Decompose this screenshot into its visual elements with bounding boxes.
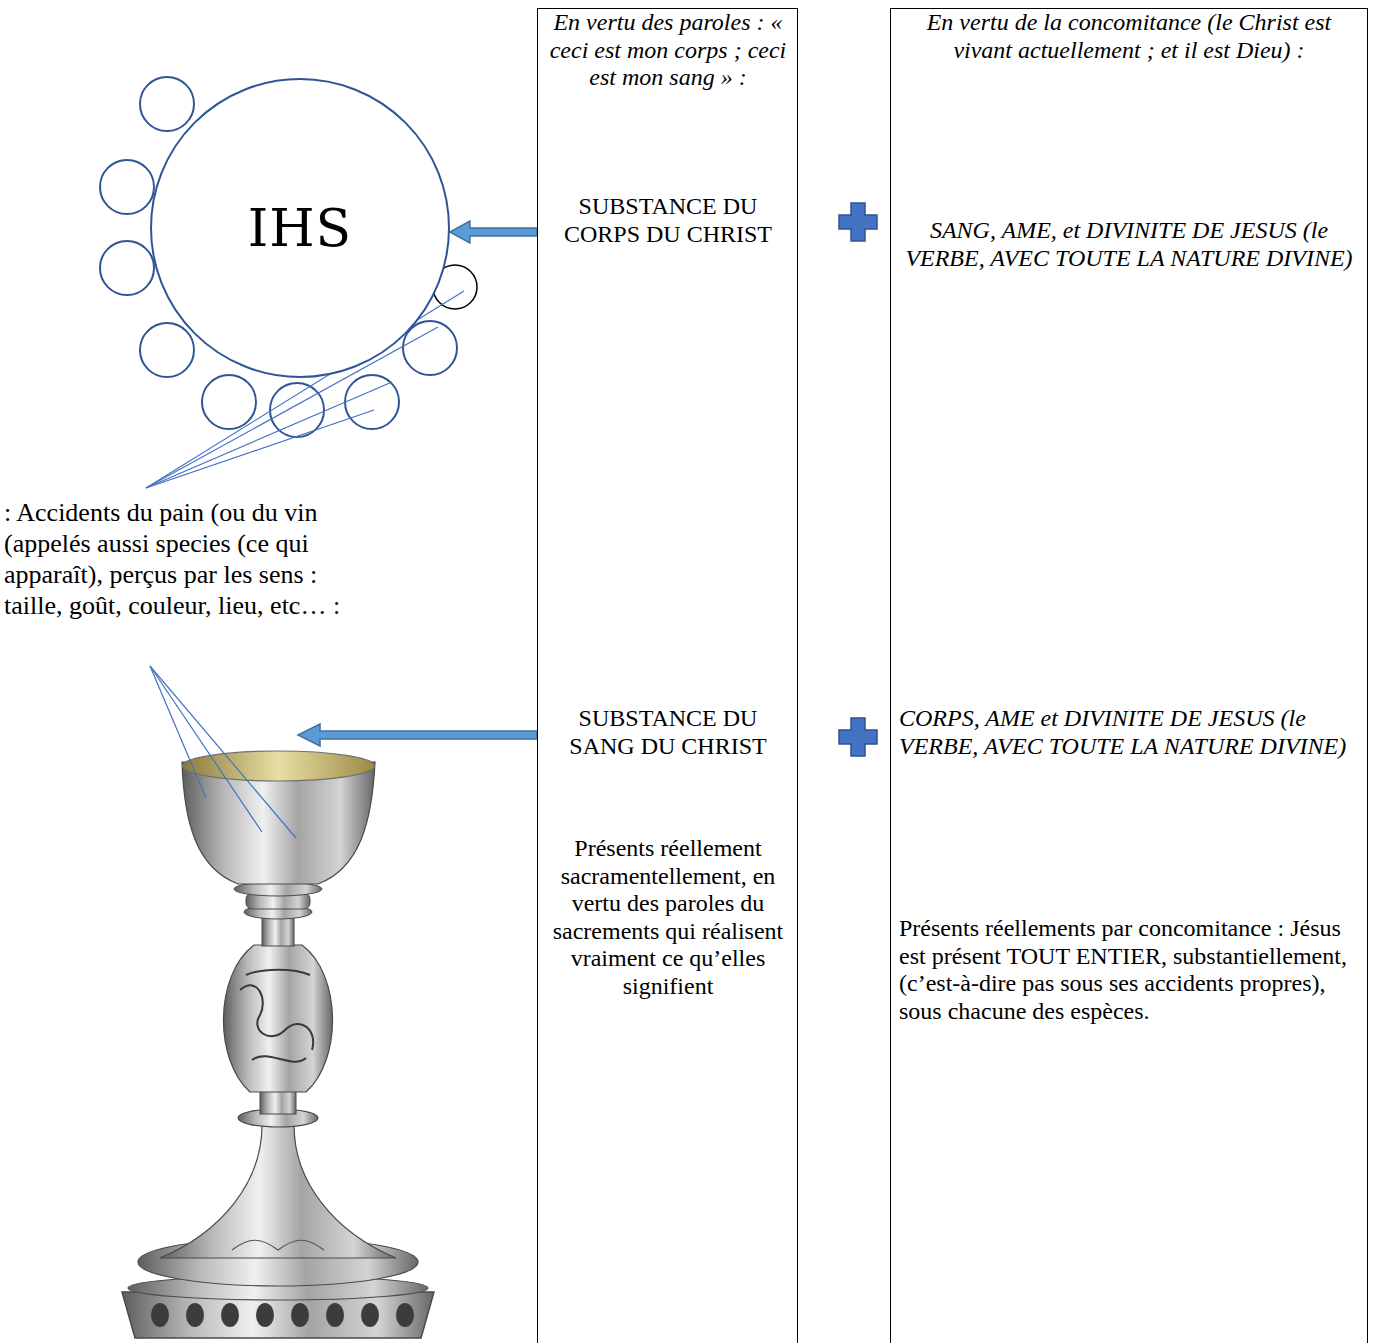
- host-monogram: IHS: [248, 198, 353, 258]
- particle-circle: [202, 375, 256, 429]
- leader-line: [146, 382, 392, 488]
- concomitance-text: SANG, AME, et DIVINITE DE JESUS (le VERB…: [901, 217, 1357, 272]
- text-slot: En vertu de la concomitance (le Christ e…: [903, 9, 1355, 64]
- pointer-arrow: [450, 221, 537, 243]
- text-slot: SUBSTANCE DU CORPS DU CHRIST: [546, 193, 790, 248]
- text-slot: SUBSTANCE DU SANG DU CHRIST: [546, 705, 790, 760]
- chalice-engraving: [232, 1240, 324, 1250]
- chalice-ornament: [396, 1303, 414, 1327]
- text-slot: En vertu des paroles : « ceci est mon co…: [548, 9, 788, 92]
- leader-line: [150, 666, 296, 838]
- chalice-ornament: [186, 1303, 204, 1327]
- particle-circle: [100, 160, 154, 214]
- leader-line: [150, 666, 262, 832]
- chalice-base-dome: [160, 1125, 396, 1258]
- chalice-relief: [240, 970, 313, 1062]
- particle-circle: [403, 321, 457, 375]
- column-heading: En vertu des paroles : « ceci est mon co…: [548, 9, 788, 92]
- chalice-ornament: [221, 1303, 239, 1327]
- concomitance-text: CORPS, AME et DIVINITE DE JESUS (le VERB…: [899, 705, 1361, 760]
- chalice-ornament: [291, 1303, 309, 1327]
- presence-note: Présents réellement sacramentellement, e…: [550, 835, 786, 1001]
- particle-circle: [100, 241, 154, 295]
- chalice-picture: [122, 751, 434, 1338]
- chalice-ornament: [151, 1303, 169, 1327]
- chalice-ornament: [361, 1303, 379, 1327]
- text-slot: Présents réellement sacramentellement, e…: [550, 835, 786, 1001]
- pointer-arrow: [298, 724, 537, 746]
- column-box: En vertu de la concomitance (le Christ e…: [890, 8, 1368, 1343]
- chalice-ornament: [256, 1303, 274, 1327]
- column-box: En vertu des paroles : « ceci est mon co…: [537, 8, 798, 1343]
- text-slot: Présents réellements par concomitance : …: [899, 915, 1361, 1025]
- text-slot: CORPS, AME et DIVINITE DE JESUS (le VERB…: [899, 705, 1361, 760]
- particle-circle: [140, 323, 194, 377]
- particle-circle: [270, 383, 324, 437]
- particle-circle: [140, 77, 194, 131]
- presence-note: Présents réellements par concomitance : …: [899, 915, 1361, 1025]
- plus-sign: [839, 718, 877, 756]
- leader-line: [150, 666, 206, 798]
- column-heading: En vertu de la concomitance (le Christ e…: [903, 9, 1355, 64]
- chalice-gilt-interior: [183, 751, 375, 781]
- substance-text: SUBSTANCE DU CORPS DU CHRIST: [546, 193, 790, 248]
- label-slot: : Accidents du pain (ou du vin (appelés …: [4, 497, 376, 621]
- plus-sign: [839, 203, 877, 241]
- substance-text: SUBSTANCE DU SANG DU CHRIST: [546, 705, 790, 760]
- host-circle: IHS: [150, 78, 450, 378]
- chalice-ornament: [326, 1303, 344, 1327]
- leader-line: [146, 410, 374, 488]
- chalice-knot: [223, 945, 332, 1092]
- accidents-note: : Accidents du pain (ou du vin (appelés …: [4, 497, 376, 621]
- text-slot: SANG, AME, et DIVINITE DE JESUS (le VERB…: [901, 217, 1357, 272]
